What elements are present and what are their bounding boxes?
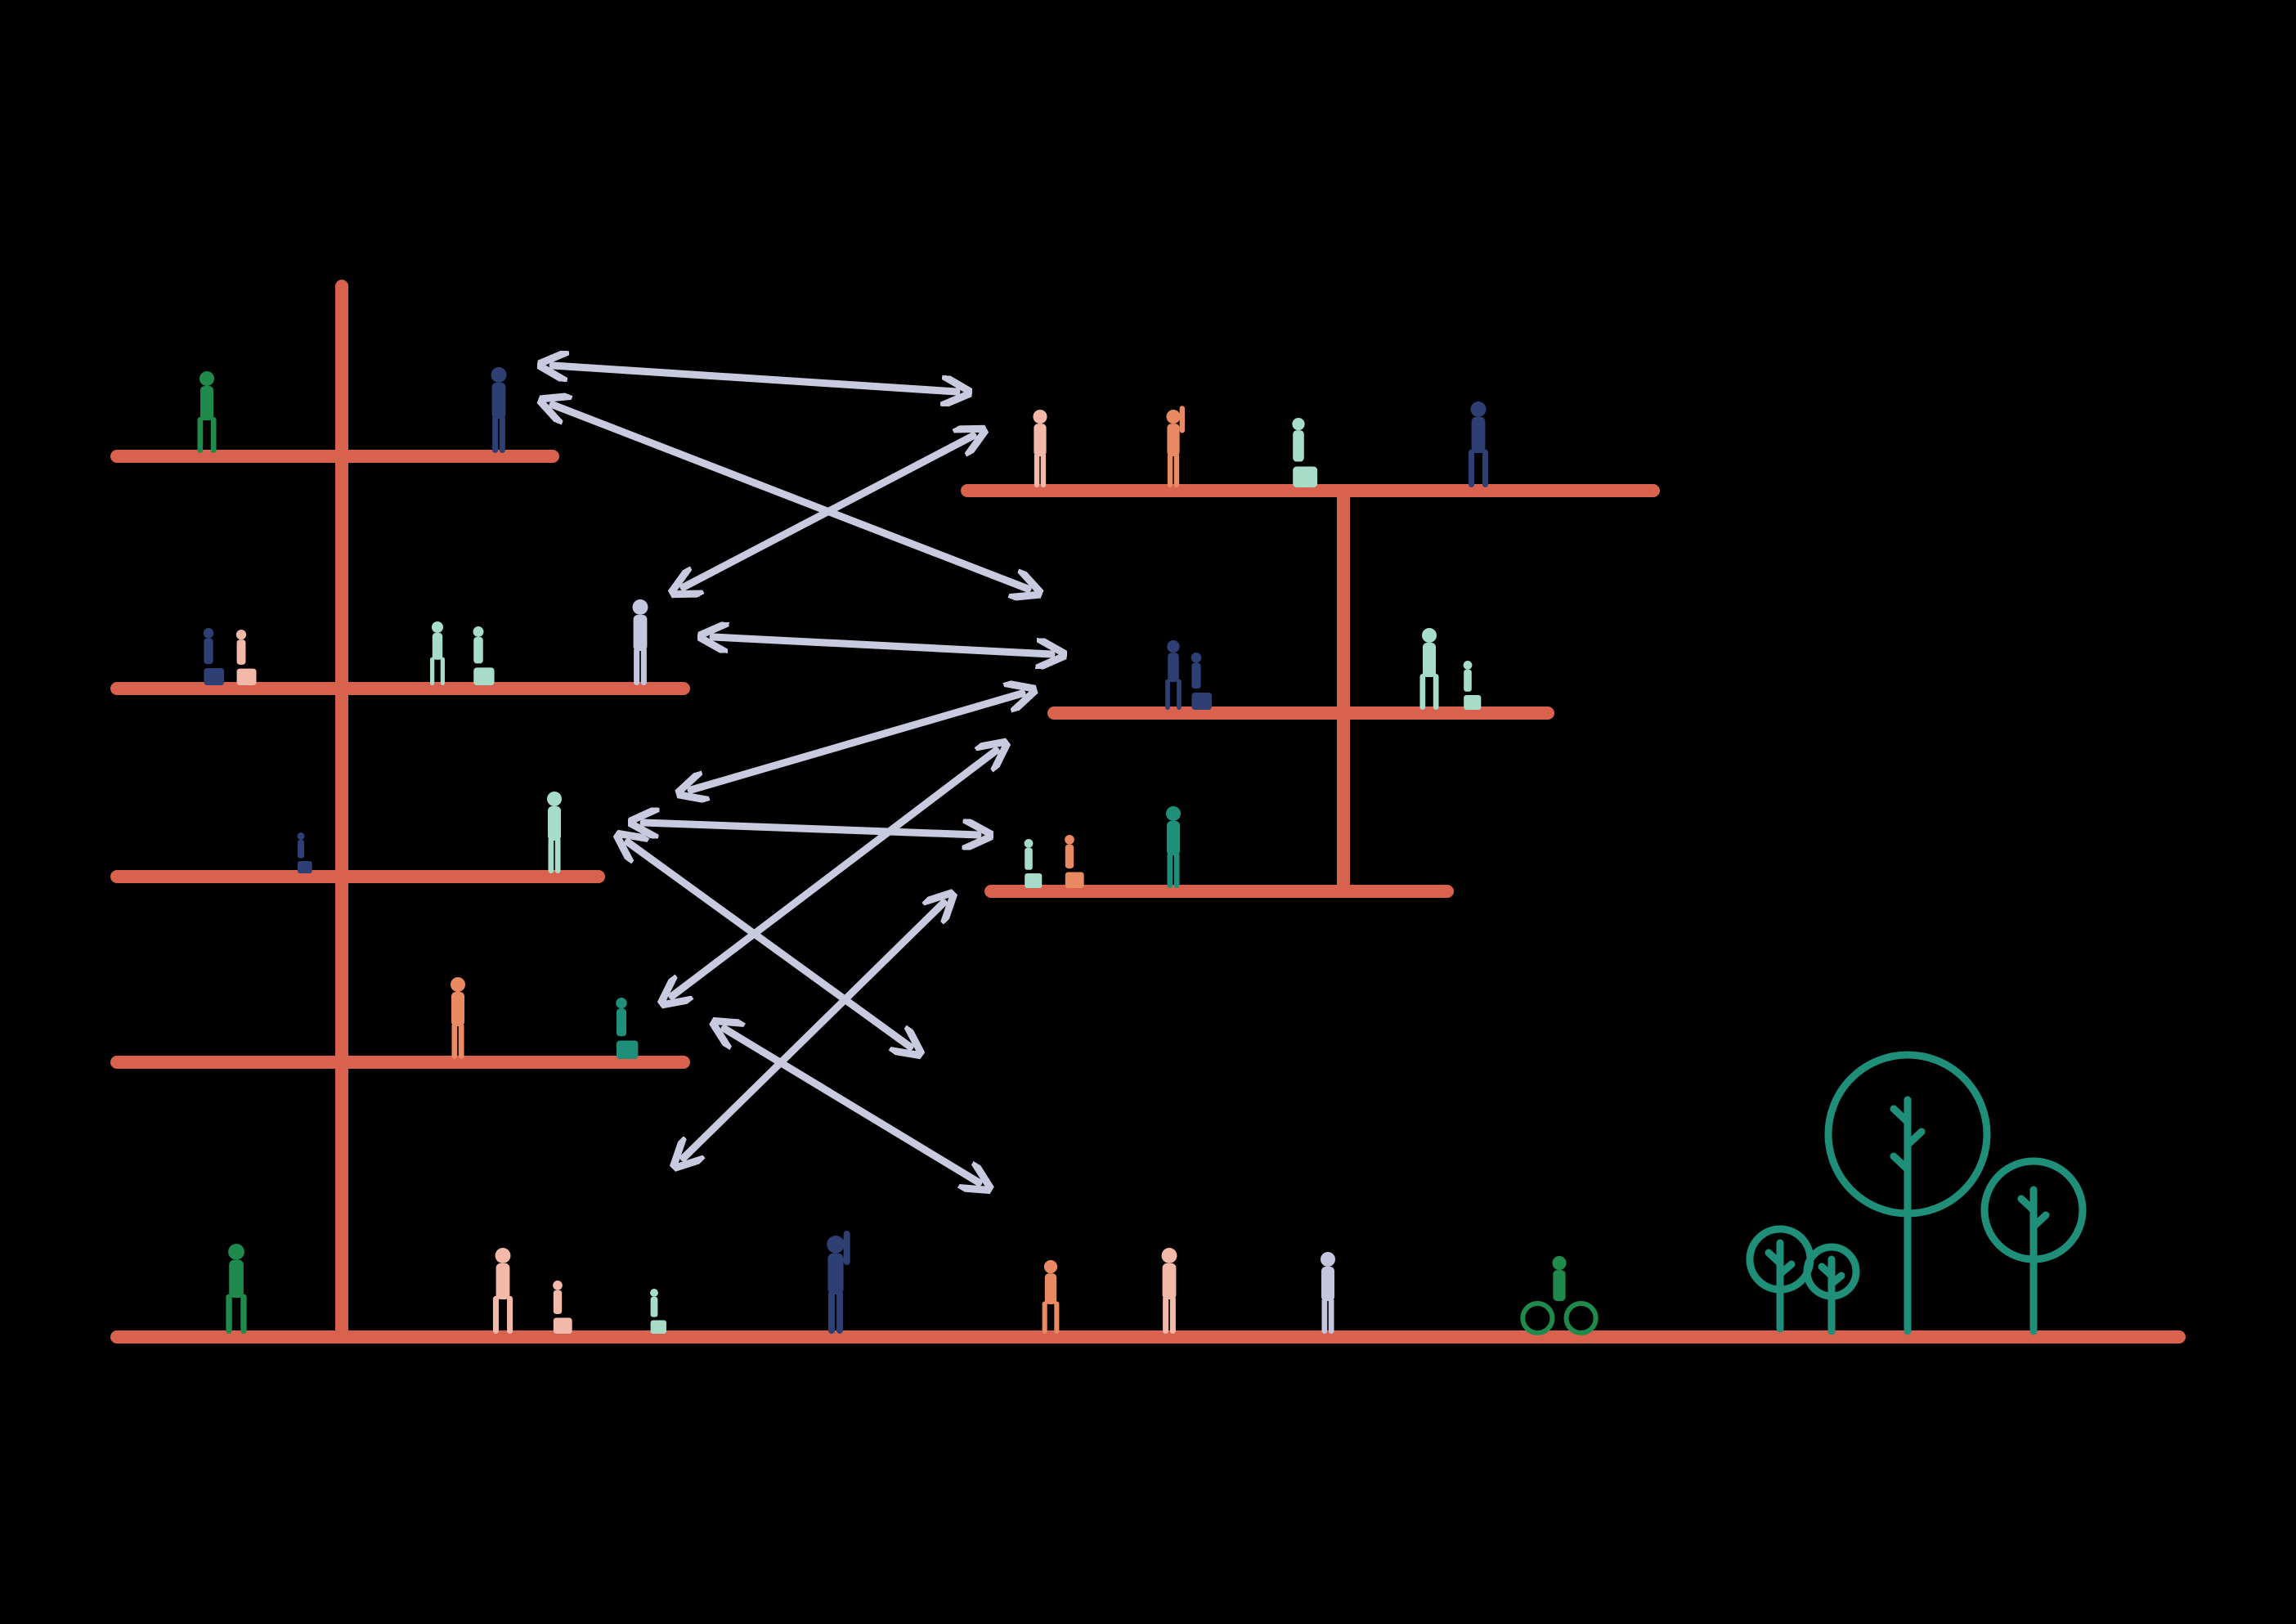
- person-figure: [616, 998, 638, 1059]
- person-figure: [553, 1281, 572, 1334]
- person-figure: [430, 621, 445, 685]
- building-structure: [117, 286, 2179, 1337]
- person-figure: [1065, 835, 1084, 888]
- person-figure: [1191, 653, 1212, 710]
- person-figure: [1025, 839, 1043, 888]
- person-figure: [1469, 402, 1488, 487]
- person-figure: [633, 599, 648, 685]
- person-figure: [1043, 1260, 1060, 1334]
- person-figure: [204, 628, 224, 685]
- person-figure: [1522, 1256, 1595, 1333]
- arrow: [644, 823, 978, 835]
- person-figure: [1166, 406, 1185, 487]
- tree-icon: [1984, 1161, 2083, 1331]
- person-figure: [1165, 640, 1182, 710]
- person-figure: [650, 1289, 666, 1334]
- person-figure: [1166, 806, 1181, 888]
- tree-icon: [1807, 1247, 1856, 1331]
- arrow: [684, 436, 973, 587]
- arrow: [628, 842, 910, 1047]
- person-figure: [1033, 410, 1047, 487]
- arrow: [672, 751, 996, 996]
- person-figure: [451, 977, 465, 1059]
- person-figure: [1464, 661, 1482, 710]
- person-figure: [1321, 1252, 1335, 1334]
- person-figure: [197, 371, 216, 453]
- person-figure: [226, 1244, 246, 1334]
- person-figure: [1419, 628, 1438, 710]
- person-figure: [493, 1248, 513, 1334]
- person-figure: [491, 367, 507, 453]
- arrow: [553, 405, 1028, 589]
- person-figure: [1162, 1248, 1177, 1334]
- arrow: [691, 693, 1022, 790]
- people-figures: [197, 367, 1595, 1334]
- person-figure: [827, 1231, 850, 1334]
- arrow: [713, 637, 1052, 654]
- person-figure: [298, 832, 312, 873]
- arrow: [553, 366, 957, 392]
- tree-icon: [1750, 1229, 1810, 1329]
- arrow: [724, 1029, 979, 1182]
- trees: [1750, 1055, 2083, 1331]
- person-figure: [1292, 418, 1317, 487]
- person-figure: [473, 626, 495, 685]
- person-figure: [547, 792, 562, 873]
- person-figure: [236, 630, 257, 685]
